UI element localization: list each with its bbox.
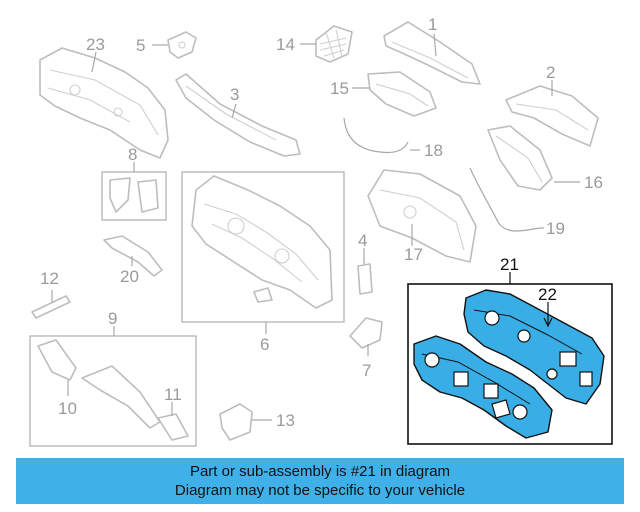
- part-13[interactable]: 13: [219, 403, 295, 441]
- callout-21: 21: [500, 255, 519, 274]
- group-9[interactable]: 10 11 9: [29, 309, 197, 447]
- callout-8: 8: [128, 145, 137, 164]
- callout-9: 9: [108, 309, 117, 328]
- group-6[interactable]: 6: [181, 171, 345, 354]
- part-23[interactable]: 23: [39, 35, 169, 159]
- callout-2: 2: [546, 63, 555, 82]
- part-4[interactable]: 4: [357, 231, 373, 295]
- parts-diagram: 23 5 14 1 15 2 3: [29, 15, 613, 447]
- callout-22: 22: [538, 285, 557, 304]
- banner-line-1: Part or sub-assembly is #21 in diagram: [189, 463, 451, 480]
- callout-11: 11: [164, 385, 182, 404]
- part-14[interactable]: 14: [276, 25, 353, 63]
- callout-16: 16: [584, 173, 603, 192]
- part-1[interactable]: 1: [383, 15, 481, 85]
- part-15[interactable]: 15: [330, 71, 437, 117]
- callout-4: 4: [358, 231, 367, 250]
- banner-line-2: Diagram may not be specific to your vehi…: [174, 482, 466, 499]
- callout-1: 1: [428, 15, 437, 34]
- callout-20: 20: [120, 267, 139, 286]
- callout-23: 23: [86, 35, 105, 54]
- part-7[interactable]: 7: [349, 317, 383, 380]
- callout-19: 19: [546, 219, 565, 238]
- part-16[interactable]: 16: [487, 125, 603, 192]
- callout-10: 10: [58, 399, 77, 418]
- group-8[interactable]: 8: [101, 145, 167, 221]
- part-20[interactable]: 20: [103, 235, 163, 286]
- part-17[interactable]: 17: [367, 169, 477, 264]
- callout-17: 17: [404, 245, 423, 264]
- callout-6: 6: [260, 335, 269, 354]
- part-19[interactable]: 19: [469, 167, 565, 238]
- callout-14: 14: [276, 35, 295, 54]
- group-21-highlighted[interactable]: 21 22: [407, 255, 613, 445]
- callout-5: 5: [136, 36, 145, 55]
- callout-12: 12: [40, 269, 59, 288]
- callout-15: 15: [330, 79, 349, 98]
- callout-13: 13: [276, 411, 295, 430]
- part-2[interactable]: 2: [505, 63, 599, 147]
- info-banner: Part or sub-assembly is #21 in diagram D…: [16, 458, 624, 504]
- callout-3: 3: [230, 85, 239, 104]
- part-18[interactable]: 18: [343, 117, 443, 160]
- part-12[interactable]: 12: [31, 269, 71, 319]
- callout-7: 7: [362, 361, 371, 380]
- callout-18: 18: [424, 141, 443, 160]
- part-3[interactable]: 3: [175, 73, 301, 157]
- part-5[interactable]: 5: [136, 31, 197, 59]
